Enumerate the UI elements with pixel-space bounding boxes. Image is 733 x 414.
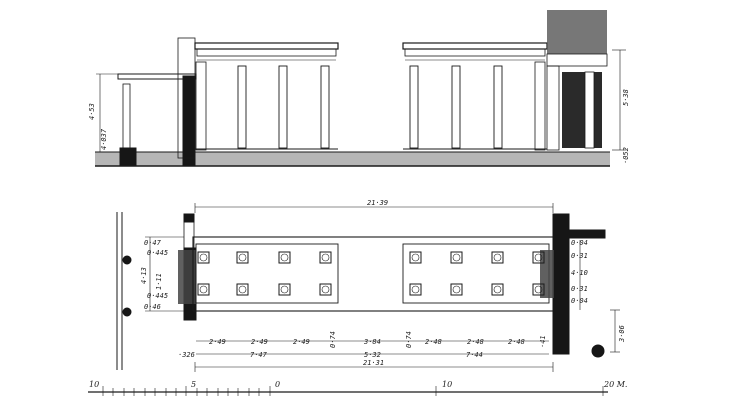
left-porch — [117, 73, 197, 167]
right-depth-dimensions: 0·04 0·31 4·10 0·31 0·04 3·06 — [571, 239, 626, 353]
ground-hatch — [95, 152, 610, 166]
scale-label-10-left: 10 — [89, 380, 99, 389]
left-colonnade — [177, 37, 339, 159]
spacing-right-1: 2·48 — [425, 338, 442, 346]
right-depth-d2: 0·31 — [571, 252, 588, 260]
overall-bottom-dimension: 21·31 — [363, 359, 384, 367]
left-depth-dimensions: 0·47 0·445 1·11 4·13 0·445 0·46 — [140, 236, 184, 312]
left-depth-d5: 0·445 — [147, 292, 168, 300]
left-depth-d1: 0·47 — [144, 239, 162, 247]
left-depth-d4: 4·13 — [140, 267, 148, 284]
left-height-dimension: 4·53 4·037 — [88, 73, 118, 153]
spacing-center: 3·84 — [363, 338, 381, 346]
scale-label-10-right: 10 — [442, 380, 452, 389]
left-depth-d2: 0·445 — [147, 249, 168, 257]
right-depth-d4: 0·31 — [571, 285, 588, 293]
left-base-height-label: 4·037 — [100, 128, 108, 150]
scale-bar: 10 5 0 10 20 M. — [88, 380, 627, 396]
right-depth-d3: 4·10 — [571, 269, 588, 277]
spacing-left-1: 2·49 — [209, 338, 226, 346]
edge-right-dimension: ·41 — [539, 335, 547, 348]
edge-left-dimension: ·326 — [178, 351, 195, 359]
plan-columns — [197, 251, 545, 296]
right-wing — [546, 10, 608, 151]
scale-label-5: 5 — [191, 380, 196, 389]
spacing-right-2: 2·48 — [467, 338, 484, 346]
right-depth-d5: 0·04 — [571, 297, 588, 305]
left-depth-d6: 0·46 — [144, 303, 161, 311]
overall-top-dimension: 21·39 — [367, 199, 388, 207]
bay-left: 7·47 — [250, 351, 268, 359]
right-depth-d1: 0·04 — [571, 239, 588, 247]
plan-view: 21·39 — [116, 199, 626, 372]
spacing-mid-small-left: 0·74 — [329, 331, 337, 348]
right-depth-d6: 3·06 — [618, 325, 626, 343]
left-total-height-label: 4·53 — [88, 103, 96, 120]
scale-label-0: 0 — [275, 380, 280, 389]
spacing-left-2: 2·49 — [251, 338, 268, 346]
elevation-view: 4·53 4·037 5·38 ·052 — [88, 10, 630, 167]
column-spacing-row: 2·49 2·49 2·49 0·74 3·84 0·74 2·48 2·48 … — [196, 331, 549, 348]
spacing-left-3: 2·49 — [293, 338, 310, 346]
right-colonnade — [402, 42, 548, 151]
bay-right: 7·44 — [466, 351, 483, 359]
spacing-right-3: 2·48 — [508, 338, 525, 346]
bay-center: 5·32 — [364, 351, 381, 359]
left-depth-d3: 1·11 — [155, 273, 163, 290]
spacing-mid-small-right: 0·74 — [405, 331, 413, 348]
right-base-height-label: ·052 — [622, 147, 630, 164]
right-wing-hatch — [547, 10, 607, 54]
right-height-dimension: 5·38 ·052 — [612, 49, 630, 164]
bay-row: ·326 7·47 5·32 7·44 — [178, 351, 549, 359]
right-total-height-label: 5·38 — [622, 89, 630, 106]
scale-label-20m: 20 M. — [603, 380, 627, 389]
